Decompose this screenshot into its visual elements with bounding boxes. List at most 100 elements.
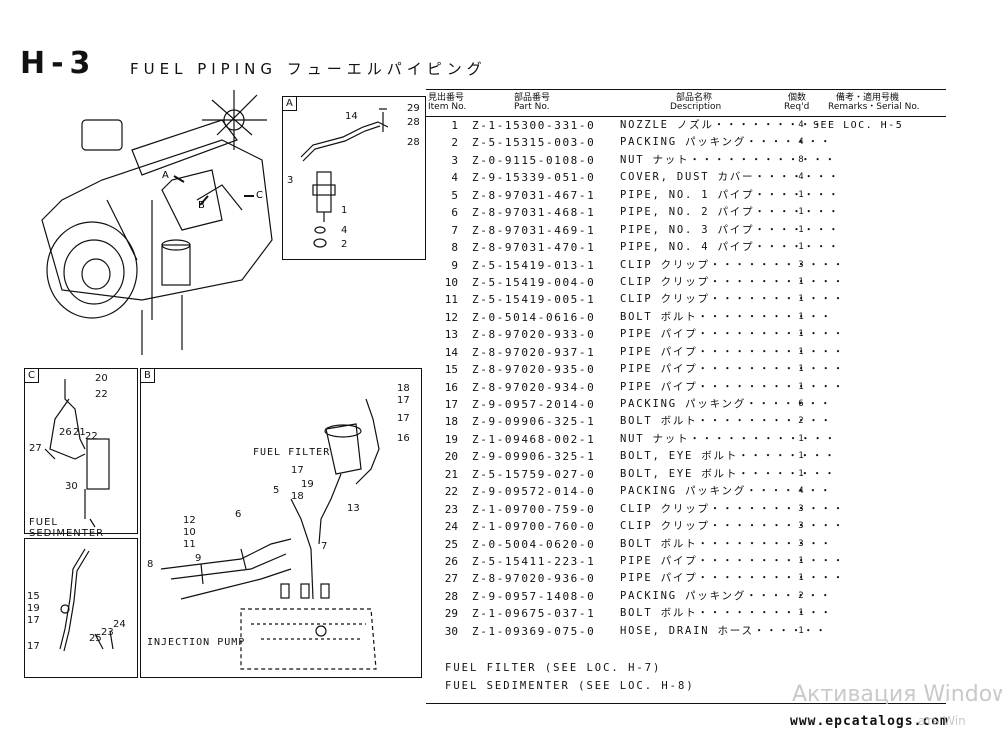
qty-cell: 1 (798, 433, 804, 444)
part-no-cell: Z-8-97020-935-0 (472, 363, 596, 377)
description-cell: COVER, DUST カバー・・・・・・・ (620, 171, 841, 184)
description-cell: PIPE パイプ・・・・・・・・・・・・ (620, 380, 846, 393)
table-row: 30 Z-1-09369-075-0 HOSE, DRAIN ホース・・・・・・1 (426, 623, 946, 640)
callout-21: 21 (73, 427, 86, 438)
part-no-cell: Z-9-09572-014-0 (472, 485, 596, 499)
description-cell: BOLT ボルト・・・・・・・・・・・ (620, 607, 833, 620)
qty-cell: 1 (798, 207, 804, 218)
part-no-cell: Z-8-97031-470-1 (472, 241, 596, 255)
qty-cell: 1 (798, 242, 804, 253)
part-no-cell: Z-0-9115-0108-0 (472, 153, 596, 167)
part-no-cell: Z-8-97020-937-1 (472, 345, 596, 359)
description-cell: HOSE, DRAIN ホース・・・・・・ (620, 624, 828, 637)
qty-cell: 3 (798, 259, 804, 270)
col-qty-jp: 個数 (788, 93, 807, 103)
callout-8: 8 (147, 559, 154, 570)
callout-23: 23 (101, 627, 114, 638)
item-no-cell: 30 (444, 624, 458, 638)
item-no-cell: 4 (451, 171, 458, 185)
part-no-cell: Z-5-15419-005-1 (472, 293, 596, 307)
description-cell: BOLT ボルト・・・・・・・・・・・ (620, 537, 833, 550)
part-no-cell: Z-8-97020-936-0 (472, 572, 596, 586)
description-cell: PIPE, NO. 2 パイプ・・・・・・・ (620, 206, 841, 219)
detail-box-d: 15 19 17 17 25 23 24 (24, 538, 138, 678)
callout-10: 10 (183, 527, 196, 538)
parts-table: 見出番号 Item No. 部品番号 Part No. 部品名称 Descrip… (426, 89, 946, 640)
item-no-cell: 19 (444, 432, 458, 446)
col-remarks-en: Remarks・Serial No. (828, 102, 920, 112)
col-part-en: Part No. (514, 102, 550, 112)
qty-cell: 4 (798, 137, 804, 148)
description-cell: BOLT, EYE ボルト・・・・・・・・ (620, 450, 837, 463)
item-no-cell: 2 (451, 136, 458, 150)
detail-box-b: B 18 17 17 16 17 5 18 13 12 10 11 6 9 8 … (140, 368, 422, 678)
col-item-en: Item No. (428, 102, 467, 112)
description-cell: PACKING パッキング・・・・・・・ (620, 485, 833, 498)
item-no-cell: 7 (451, 223, 458, 237)
item-no-cell: 23 (444, 502, 458, 516)
item-no-cell: 12 (444, 310, 458, 324)
part-no-cell: Z-1-09675-037-1 (472, 607, 596, 621)
item-no-cell: 22 (444, 485, 458, 499)
description-cell: NOZZLE ノズル・・・・・・・・・ (620, 119, 825, 131)
part-no-cell: Z-1-09700-759-0 (472, 502, 596, 516)
sedimenter-drawing (44, 379, 110, 528)
col-remarks-jp: 備考・適用号機 (836, 93, 900, 103)
item-no-cell: 11 (444, 293, 458, 307)
qty-cell: 3 (798, 503, 804, 514)
item-no-cell: 1 (451, 119, 458, 132)
part-no-cell: Z-8-97020-933-0 (472, 328, 596, 342)
item-no-cell: 5 (451, 188, 458, 202)
description-cell: PIPE, NO. 4 パイプ・・・・・・・ (620, 241, 841, 254)
qty-cell: 1 (798, 276, 804, 287)
part-no-cell: Z-1-09369-075-0 (472, 624, 596, 638)
engine-illustration: A B C (41, 90, 273, 355)
qty-cell: 2 (798, 590, 804, 601)
description-cell: PIPE パイプ・・・・・・・・・・・・ (620, 363, 846, 376)
col-item-jp: 見出番号 (428, 93, 465, 103)
callout-17b: 17 (397, 413, 410, 424)
part-no-cell: Z-1-09468-002-1 (472, 432, 596, 446)
callout-12: 12 (183, 515, 196, 526)
activation-watermark-tail: ать Win (918, 714, 966, 728)
description-cell: PIPE パイプ・・・・・・・・・・・・ (620, 572, 846, 585)
qty-cell: 1 (798, 381, 804, 392)
site-url[interactable]: www.epcatalogs.com (790, 714, 949, 729)
qty-cell: 1 (798, 329, 804, 340)
item-no-cell: 10 (444, 275, 458, 289)
qty-cell: 4 (798, 172, 804, 183)
callout-28: 28 (407, 117, 420, 128)
description-cell: PIPE, NO. 1 パイプ・・・・・・・ (620, 188, 841, 201)
part-no-cell: Z-9-09906-325-1 (472, 450, 596, 464)
qty-cell: 1 (798, 189, 804, 200)
item-no-cell: 15 (444, 363, 458, 377)
qty-cell: 3 (798, 521, 804, 532)
item-no-cell: 24 (444, 520, 458, 534)
part-no-cell: Z-1-15300-331-0 (472, 119, 596, 132)
description-cell: PACKING パッキング・・・・・・・ (620, 398, 833, 410)
table-header: 見出番号 Item No. 部品番号 Part No. 部品名称 Descrip… (426, 89, 946, 117)
callout-26: 26 (59, 427, 72, 438)
injection-pump-label: INJECTION PUMP (147, 637, 246, 648)
description-cell: PIPE, NO. 3 パイプ・・・・・・・ (620, 223, 841, 236)
qty-cell: 1 (798, 451, 804, 462)
qty-cell: 1 (798, 625, 804, 636)
item-no-cell: 25 (444, 537, 458, 551)
callout-17: 17 (27, 615, 40, 626)
qty-cell: 4 (798, 486, 804, 497)
fuel-filter-label: FUEL FILTER (253, 447, 331, 458)
